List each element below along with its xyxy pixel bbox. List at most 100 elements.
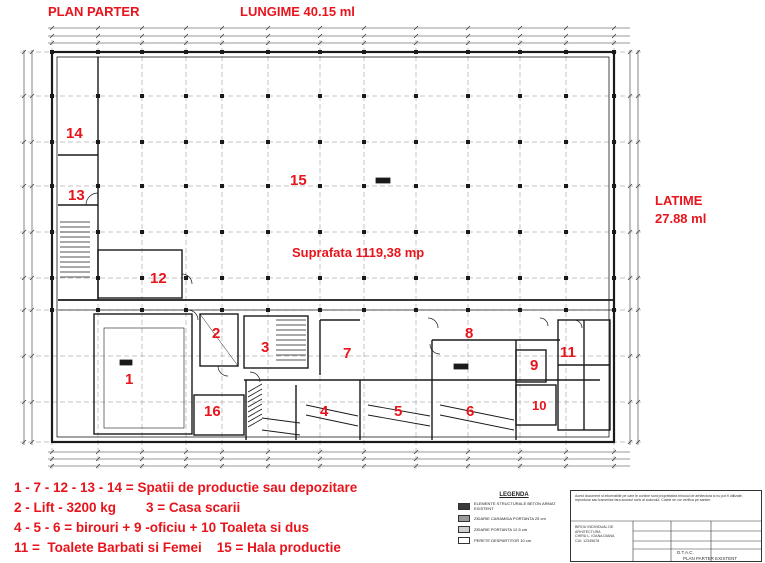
column — [220, 94, 224, 98]
dimension-tick — [317, 25, 323, 31]
length-label: LUNGIME 40.15 ml — [240, 4, 355, 19]
column — [96, 50, 100, 54]
room-1-label: 1 — [125, 371, 134, 388]
column — [140, 184, 144, 188]
room-2-label: 2 — [212, 325, 221, 342]
dimension-tick — [611, 33, 617, 39]
legend-swatch — [458, 537, 470, 544]
phase-label: D.T.A.C. — [677, 550, 694, 555]
column — [220, 230, 224, 234]
stair-tread — [247, 388, 263, 398]
dimension-tick — [611, 25, 617, 31]
legend-swatch — [458, 502, 470, 510]
hall-details — [119, 177, 469, 370]
stair-tread — [247, 403, 263, 413]
dimension-tick — [563, 33, 569, 39]
column — [564, 230, 568, 234]
legend-item-label: ZIDARIE CARAMIDA PORTANTA 25 cm — [474, 516, 546, 521]
width-title: LATIME — [655, 193, 703, 208]
dimension-tick — [563, 25, 569, 31]
column — [518, 276, 522, 280]
column — [266, 230, 270, 234]
column — [318, 94, 322, 98]
room-12-label: 12 — [150, 270, 167, 287]
column — [362, 276, 366, 280]
dimension-tick — [517, 25, 523, 31]
column — [184, 184, 188, 188]
room-3-label: 3 — [261, 339, 270, 356]
column — [612, 94, 616, 98]
stair-tread — [247, 408, 263, 418]
dimension-tick — [265, 33, 271, 39]
dimension-tick — [361, 33, 367, 39]
column — [564, 140, 568, 144]
stair-treads — [60, 221, 306, 428]
legend-item: ZIDARIE CARAMIDA PORTANTA 25 cm — [458, 515, 570, 522]
column — [362, 94, 366, 98]
room-14-label: 14 — [66, 125, 83, 142]
column — [220, 276, 224, 280]
column — [318, 184, 322, 188]
column — [184, 50, 188, 54]
dimension-tick — [465, 25, 471, 31]
dimension-tick — [95, 25, 101, 31]
legend-item-label: ZIDARIE PORTANTA 12.5 cm — [474, 527, 528, 532]
stair-tread — [247, 413, 263, 423]
stair-tread — [247, 418, 263, 428]
legend-swatch — [458, 526, 470, 533]
right-dimension-chain — [629, 50, 639, 445]
dimension-tick — [139, 33, 145, 39]
room-13-label: 13 — [68, 187, 85, 204]
column — [518, 184, 522, 188]
dimension-tick — [265, 25, 271, 31]
column — [266, 184, 270, 188]
column — [220, 140, 224, 144]
interior-walls — [58, 57, 614, 440]
legend-item: ZIDARIE PORTANTA 12.5 cm — [458, 526, 570, 533]
column — [414, 94, 418, 98]
column — [564, 276, 568, 280]
column — [318, 140, 322, 144]
column — [140, 276, 144, 280]
room-16-label: 16 — [204, 403, 221, 420]
bottom-dimension-chain — [48, 451, 630, 467]
column — [612, 230, 616, 234]
dimension-tick — [183, 25, 189, 31]
sheet-title: PLAN PARTER EXISTENT — [683, 556, 738, 561]
column — [362, 140, 366, 144]
top-dimension-chain — [48, 27, 630, 44]
column — [184, 140, 188, 144]
column — [140, 230, 144, 234]
column — [612, 140, 616, 144]
column — [50, 308, 54, 312]
key-line-4: 11 = Toalete Barbati si Femei 15 = Hala … — [14, 540, 341, 555]
key-line-1: 1 - 7 - 12 - 13 - 14 = Spatii de product… — [14, 480, 358, 495]
column — [414, 50, 418, 54]
column — [466, 94, 470, 98]
room-10-label: 10 — [532, 398, 547, 413]
office-facade-lines — [261, 404, 515, 436]
stair-tread — [247, 383, 263, 393]
column — [564, 94, 568, 98]
room-15-label: 15 — [290, 172, 307, 189]
column — [184, 230, 188, 234]
column — [140, 140, 144, 144]
column — [266, 50, 270, 54]
title-block-firm: BIROU INDIVIDUAL DE ARHITECTURA CHIRU L.… — [575, 525, 635, 543]
dimension-tick — [413, 33, 419, 39]
legend-title: LEGENDA — [499, 492, 529, 498]
column — [220, 50, 224, 54]
legend-item: ELEMENTE STRUCTURALE BETON ARMAT EXISTEN… — [458, 501, 570, 511]
room-11-label: 11 — [560, 344, 576, 361]
column — [266, 94, 270, 98]
title-block-grid — [571, 520, 761, 561]
stair-tread — [247, 393, 263, 403]
column — [220, 184, 224, 188]
column — [50, 230, 54, 234]
column — [466, 184, 470, 188]
dimension-tick — [517, 33, 523, 39]
column — [564, 184, 568, 188]
room-5-label: 5 — [394, 403, 403, 420]
column — [50, 184, 54, 188]
